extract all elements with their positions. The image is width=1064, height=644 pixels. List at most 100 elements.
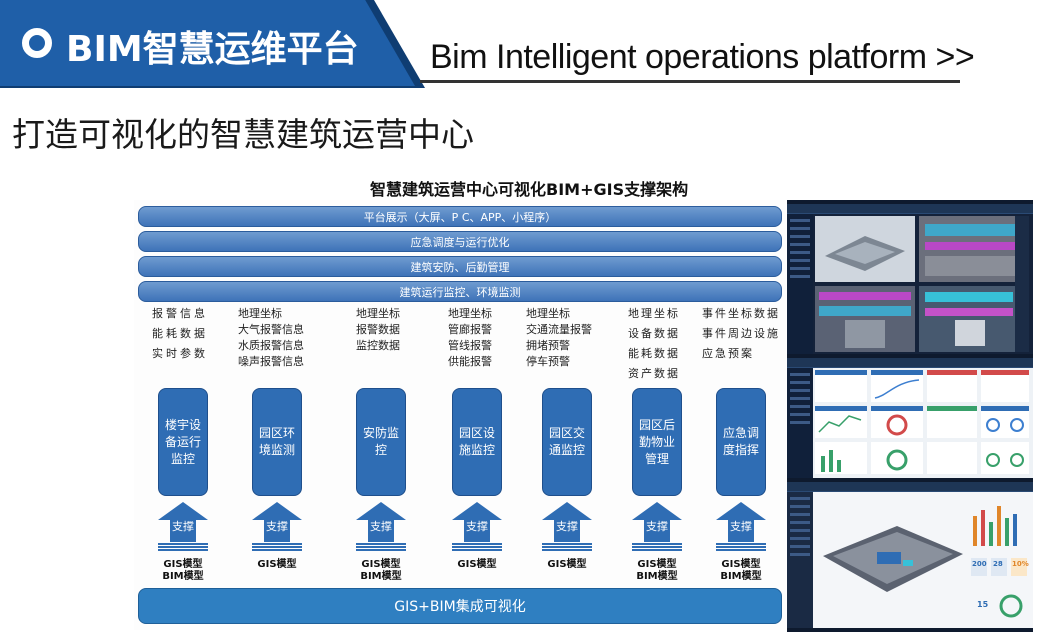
support-arrow-icon: 支撑 xyxy=(632,502,682,542)
list-item: 实时参数 xyxy=(152,347,208,360)
model-labels: GIS模型 xyxy=(452,559,502,571)
arrow-label: 支撑 xyxy=(466,520,488,533)
arrow-base-stripes xyxy=(632,543,682,553)
dashboard-charts-image xyxy=(815,370,1029,474)
column-2-items: 地理坐标 大气报警信息 水质报警信息 噪声报警信息 xyxy=(238,306,304,369)
module-environment[interactable]: 园区环境监测 xyxy=(252,388,302,496)
support-arrow-icon: 支撑 xyxy=(452,502,502,542)
model-labels: GIS模型 BIM模型 xyxy=(158,559,208,583)
column-1-items: 报警信息 能耗数据 实时参数 xyxy=(152,306,208,361)
module-building-equipment[interactable]: 楼宇设备运行监控 xyxy=(158,388,208,496)
list-item: 设备数据 xyxy=(628,327,680,340)
list-item: 大气报警信息 xyxy=(238,323,304,336)
support-arrow-icon: 支撑 xyxy=(356,502,406,542)
screenshot-sidebar xyxy=(787,492,813,628)
arrow-label: 支撑 xyxy=(370,520,392,533)
model-label: GIS模型 xyxy=(457,559,497,570)
stat-value-a: 200 xyxy=(972,560,987,568)
model-label: BIM模型 xyxy=(162,571,204,582)
model-labels: GIS模型 xyxy=(542,559,592,571)
arrow-base-stripes xyxy=(716,543,766,553)
model-label: GIS模型 xyxy=(257,559,297,570)
list-item: 交通流量报警 xyxy=(526,323,592,336)
module-traffic[interactable]: 园区交通监控 xyxy=(542,388,592,496)
model-label: GIS模型 xyxy=(163,559,203,570)
floor-plan-3d-image xyxy=(823,526,963,592)
list-item: 地理坐标 xyxy=(448,307,492,320)
list-item: 噪声报警信息 xyxy=(238,355,304,368)
list-item: 管线报警 xyxy=(448,339,492,352)
screenshot-floor-view: 200 28 10% 15 xyxy=(787,482,1033,628)
header-underline xyxy=(420,80,960,83)
band-operations-monitoring: 建筑运行监控、环境监测 xyxy=(138,281,782,302)
module-emergency[interactable]: 应急调度指挥 xyxy=(716,388,766,496)
module-facilities[interactable]: 园区设施监控 xyxy=(452,388,502,496)
support-arrow-icon: 支撑 xyxy=(252,502,302,542)
arrow-label: 支撑 xyxy=(172,520,194,533)
model-labels: GIS模型 xyxy=(252,559,302,571)
list-item: 监控数据 xyxy=(356,339,400,352)
column-5-items: 地理坐标 交通流量报警 拥堵预警 停车预警 xyxy=(526,306,592,369)
list-item: 地理坐标 xyxy=(238,307,282,320)
ring-icon xyxy=(22,28,52,58)
column-7-items: 事件坐标数据 事件周边设施 应急预案 xyxy=(702,306,780,361)
arrow-base-stripes xyxy=(452,543,502,553)
section-heading: 打造可视化的智慧建筑运营中心 xyxy=(12,115,474,154)
screenshot-dashboard xyxy=(787,358,1033,478)
column-6-items: 地理坐标 设备数据 能耗数据 资产数据 xyxy=(628,306,680,381)
screenshot-topbar xyxy=(787,358,1033,368)
screenshot-topbar xyxy=(787,204,1033,214)
arrow-label: 支撑 xyxy=(730,520,752,533)
band-security-logistics: 建筑安防、后勤管理 xyxy=(138,256,782,277)
arrow-base-stripes xyxy=(356,543,406,553)
list-item: 报警信息 xyxy=(152,307,208,320)
arrow-label: 支撑 xyxy=(556,520,578,533)
arrow-base-stripes xyxy=(542,543,592,553)
arrow-base-stripes xyxy=(158,543,208,553)
arrow-base-stripes xyxy=(252,543,302,553)
module-security[interactable]: 安防监控 xyxy=(356,388,406,496)
model-labels: GIS模型 BIM模型 xyxy=(716,559,766,583)
screenshot-3d-views xyxy=(787,204,1033,354)
list-item: 事件周边设施 xyxy=(702,327,780,340)
model-label: BIM模型 xyxy=(720,571,762,582)
dashboard-screenshots: 200 28 10% 15 xyxy=(787,200,1033,632)
model-label: BIM模型 xyxy=(636,571,678,582)
model-label: GIS模型 xyxy=(361,559,401,570)
list-item: 地理坐标 xyxy=(526,307,570,320)
base-integration-band: GIS+BIM集成可视化 xyxy=(138,588,782,624)
list-item: 拥堵预警 xyxy=(526,339,570,352)
diagram-title: 智慧建筑运营中心可视化BIM+GIS支撑架构 xyxy=(370,180,689,199)
support-arrow-icon: 支撑 xyxy=(158,502,208,542)
model-label: GIS模型 xyxy=(637,559,677,570)
model-label: GIS模型 xyxy=(721,559,761,570)
band-emergency-dispatch: 应急调度与运行优化 xyxy=(138,231,782,252)
stats-side-image xyxy=(971,506,1027,618)
model-label: GIS模型 xyxy=(547,559,587,570)
column-3-items: 地理坐标 报警数据 监控数据 xyxy=(356,306,400,353)
arrow-label: 支撑 xyxy=(646,520,668,533)
list-item: 地理坐标 xyxy=(628,307,680,320)
screenshot-topbar xyxy=(787,482,1033,492)
list-item: 地理坐标 xyxy=(356,307,400,320)
screenshot-sidebar xyxy=(787,368,813,478)
list-item: 管廊报警 xyxy=(448,323,492,336)
stat-value-c: 10% xyxy=(1012,560,1029,568)
stat-value-b: 28 xyxy=(993,560,1003,568)
arrow-label: 支撑 xyxy=(266,520,288,533)
list-item: 能耗数据 xyxy=(628,347,680,360)
screenshot-sidebar xyxy=(787,214,813,354)
header-banner xyxy=(0,0,415,86)
list-item: 能耗数据 xyxy=(152,327,208,340)
model-labels: GIS模型 BIM模型 xyxy=(356,559,406,583)
column-4-items: 地理坐标 管廊报警 管线报警 供能报警 xyxy=(448,306,492,369)
module-logistics[interactable]: 园区后勤物业管理 xyxy=(632,388,682,496)
band-platform-display: 平台展示（大屏、P C、APP、小程序） xyxy=(138,206,782,227)
list-item: 供能报警 xyxy=(448,355,492,368)
list-item: 报警数据 xyxy=(356,323,400,336)
support-arrow-icon: 支撑 xyxy=(716,502,766,542)
list-item: 事件坐标数据 xyxy=(702,307,780,320)
page-title: BIM智慧运维平台 xyxy=(66,29,359,70)
list-item: 应急预案 xyxy=(702,347,754,360)
screenshot-right-toolbar xyxy=(1015,216,1029,352)
